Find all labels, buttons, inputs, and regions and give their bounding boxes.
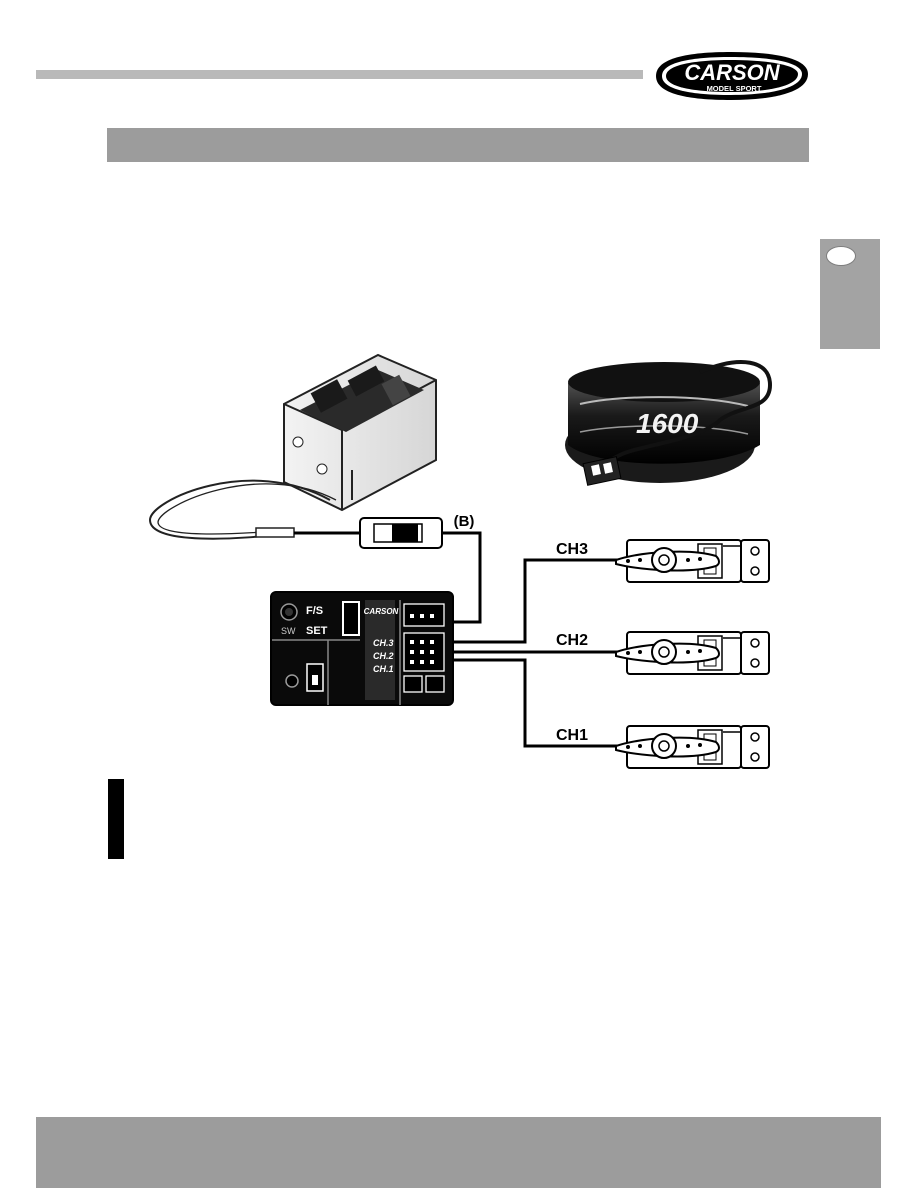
servo-ch1 <box>615 725 770 769</box>
servo-ch2 <box>615 631 770 675</box>
channel-label-ch1: CH1 <box>556 727 588 744</box>
language-tab-badge <box>826 246 856 266</box>
switch-harness <box>294 517 482 624</box>
battery-pack-capacity: 1600 <box>636 408 699 439</box>
logo-wordmark: CARSON <box>684 60 780 85</box>
failsafe-label: F/S <box>306 605 323 617</box>
logo-tagline: MODEL SPORT <box>707 84 762 93</box>
channel-label-ch3: CH3 <box>556 541 588 558</box>
receiver-port-ch3: CH.3 <box>373 638 394 648</box>
switch-label: SW <box>281 626 296 636</box>
receiver-brand: CARSON <box>364 607 399 616</box>
receiver-port-ch2: CH.2 <box>373 651 394 661</box>
servo-ch3 <box>615 539 770 583</box>
nimh-battery-pack: 1600 <box>565 360 773 486</box>
battery-holder <box>148 353 437 540</box>
set-label: SET <box>306 625 328 637</box>
channel-wires <box>454 558 624 748</box>
carson-logo: CARSON MODEL SPORT <box>656 52 808 100</box>
battery-connection-label: (B) <box>454 513 475 530</box>
receiver: F/S SET SW CARSON CH.3 CH.2 CH.1 <box>270 591 454 706</box>
receiver-port-ch1: CH.1 <box>373 664 394 674</box>
header-rule <box>36 70 643 79</box>
section-header-bar <box>107 128 809 162</box>
note-marker-bar <box>108 779 124 859</box>
footer-bar <box>36 1117 881 1188</box>
channel-label-ch2: CH2 <box>556 632 588 649</box>
